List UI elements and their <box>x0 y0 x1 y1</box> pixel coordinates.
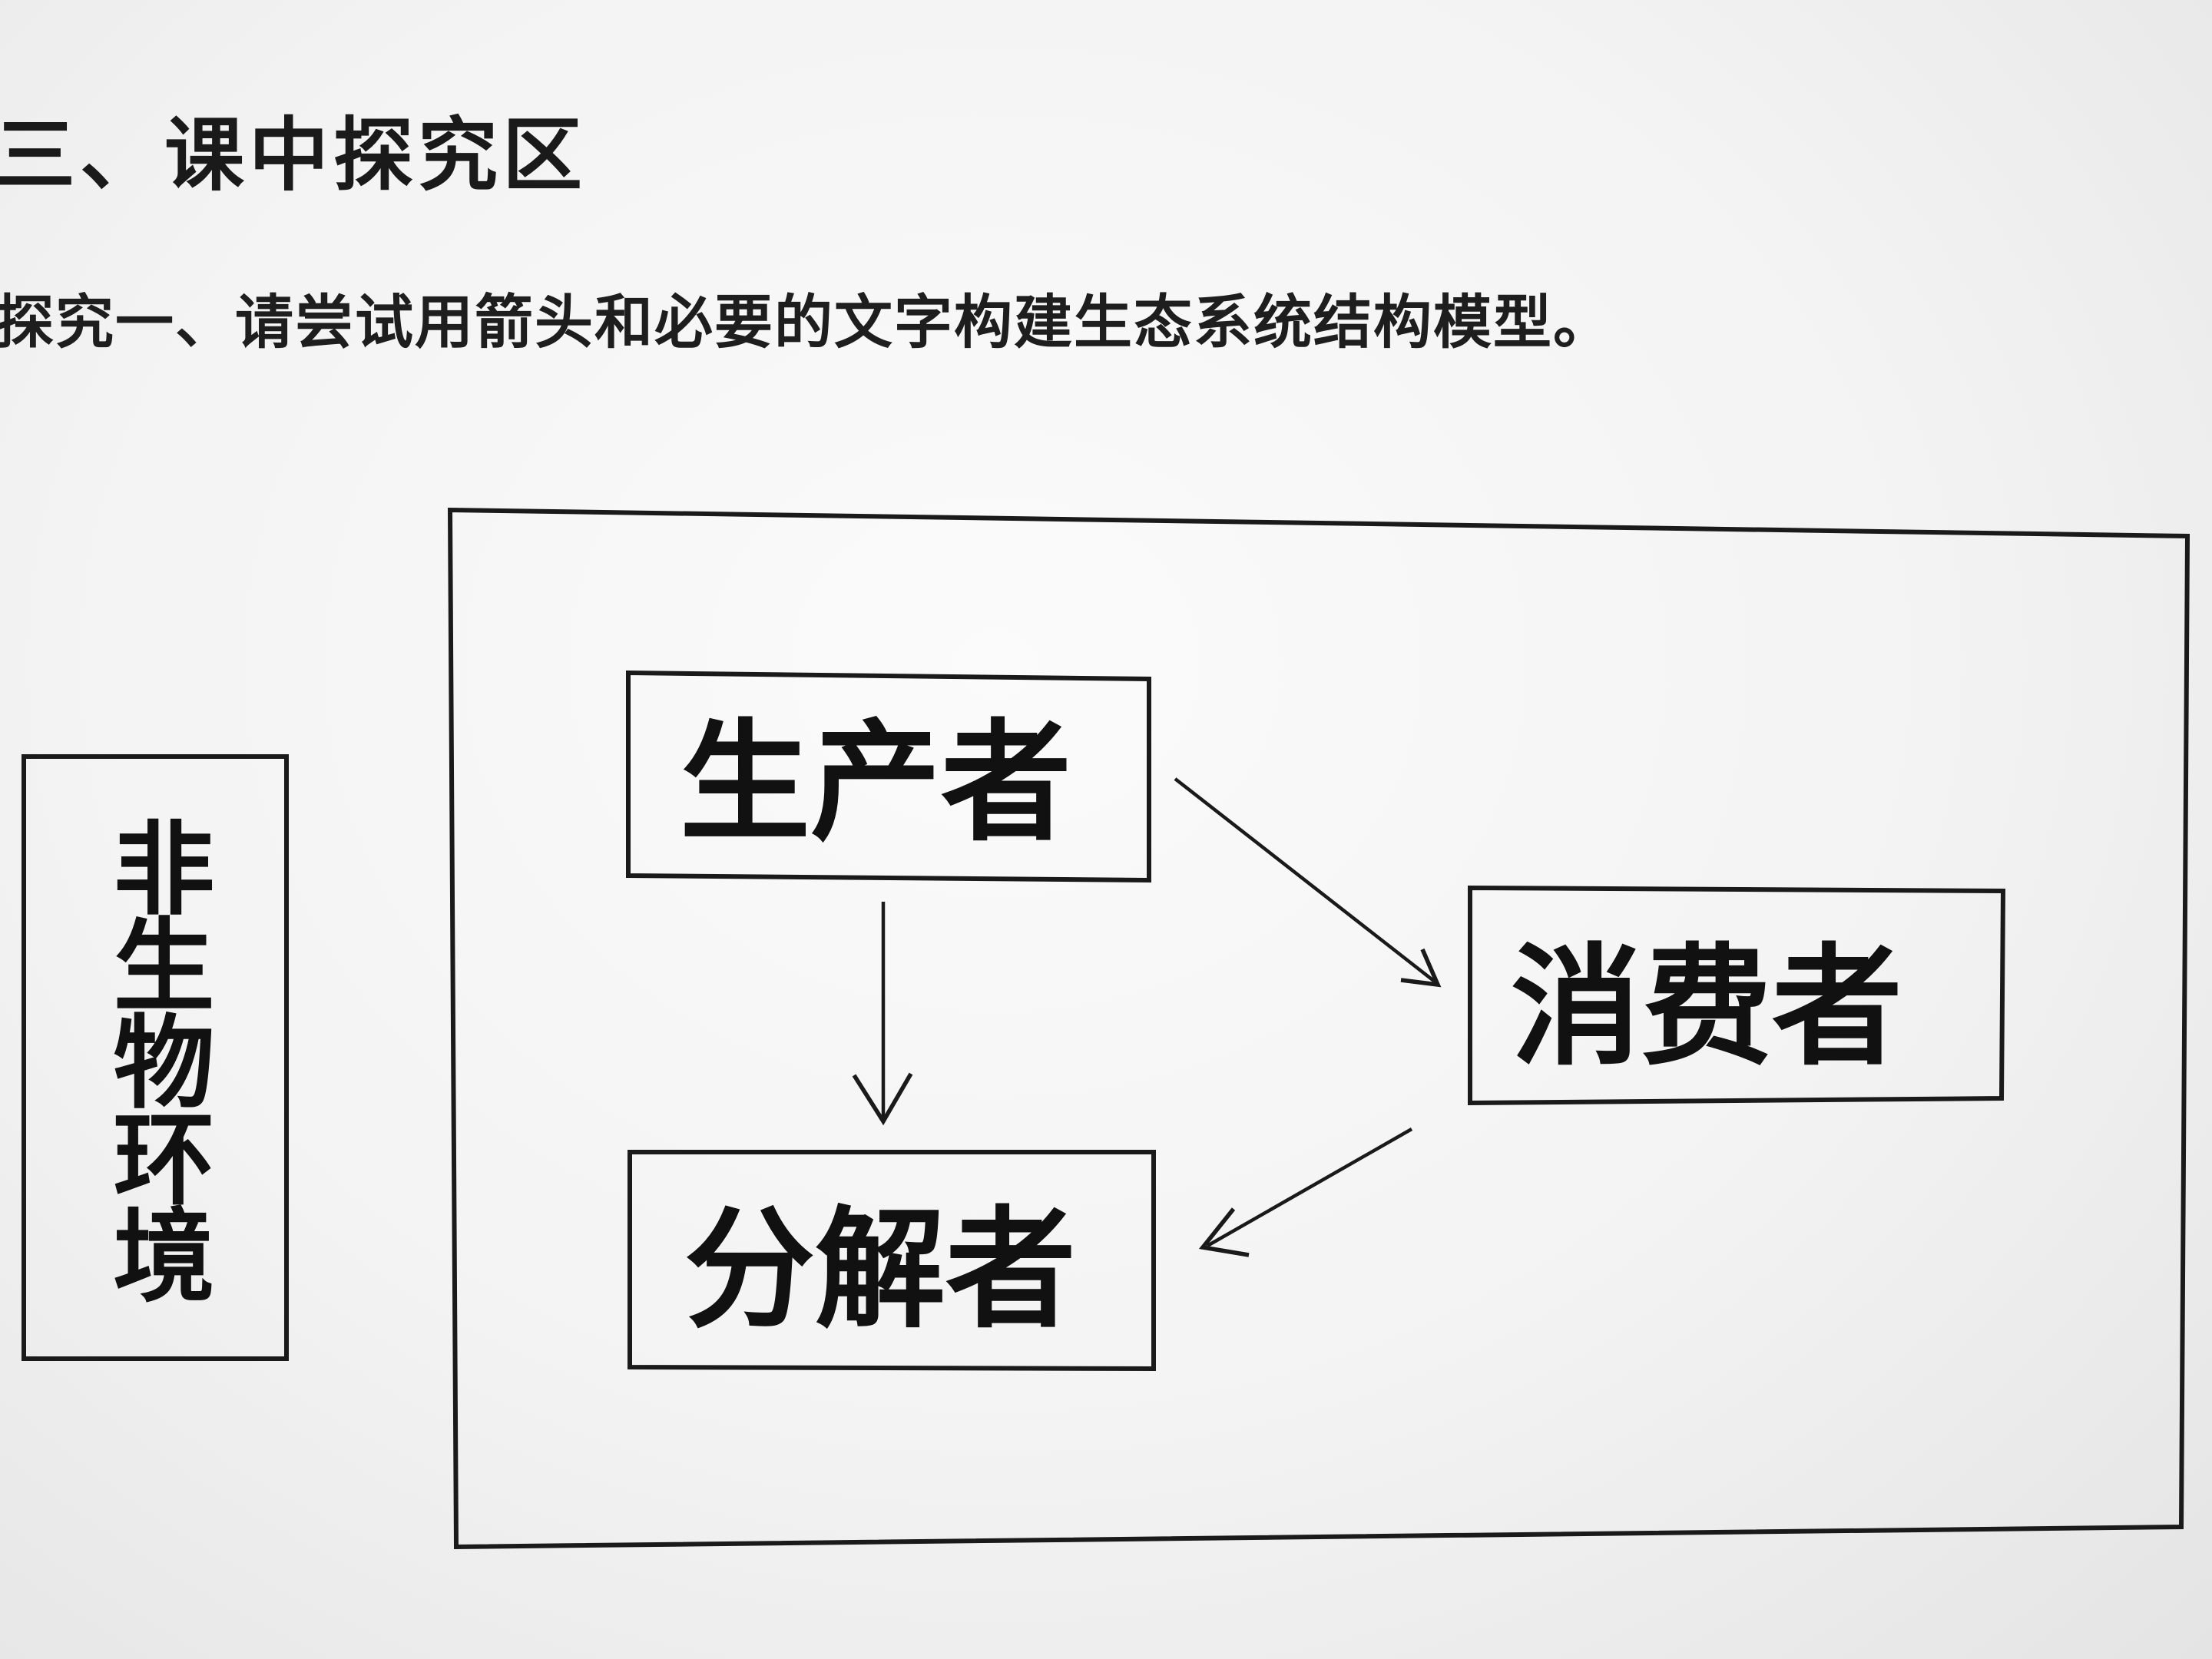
biotic-community-frame <box>447 507 2190 1550</box>
consumer-label: 消费者 <box>1511 932 1902 1084</box>
abiotic-environment-label: 非生物环境 <box>96 816 214 1300</box>
arrow-producer-to-decomposer <box>852 902 913 1126</box>
decomposer-node: 分解者 <box>628 1150 1156 1372</box>
decomposer-label: 分解者 <box>684 1194 1076 1346</box>
consumer-box <box>1468 885 2006 1106</box>
producer-label: 生产者 <box>680 707 1071 859</box>
producer-node: 生产者 <box>626 670 1151 883</box>
arrow-producer-to-consumer <box>1174 777 1442 988</box>
inquiry-instruction: 探究一、请尝试用箭头和必要的文字构建生态系统结构模型。 <box>0 288 1613 356</box>
arrow-head <box>852 1072 913 1126</box>
section-heading: 三、课中探究区 <box>0 108 588 202</box>
decomposer-box <box>628 1150 1156 1372</box>
arrow-consumer-to-decomposer <box>1198 1128 1413 1257</box>
producer-box <box>626 670 1151 883</box>
abiotic-environment-box: 非生物环境 <box>22 754 289 1361</box>
arrow-head <box>1198 1207 1250 1257</box>
consumer-node: 消费者 <box>1468 885 2006 1106</box>
arrow-head <box>1400 948 1442 988</box>
